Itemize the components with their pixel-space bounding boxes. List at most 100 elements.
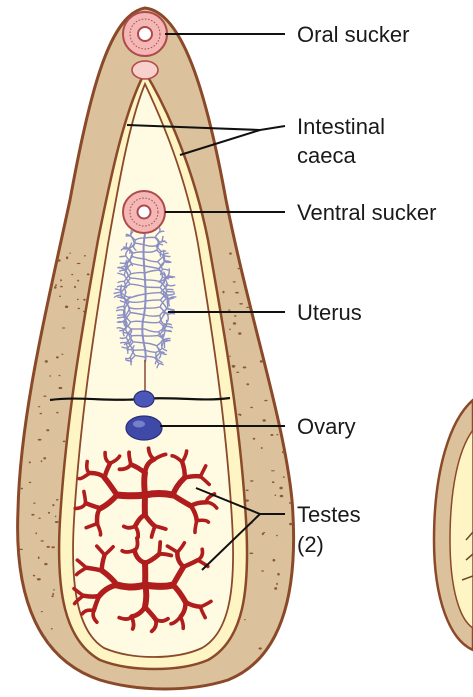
vitelline-dot (276, 434, 278, 435)
vitelline-dot (278, 394, 281, 396)
vitelline-dot (27, 324, 31, 327)
vitelline-dot (77, 263, 81, 264)
vitelline-dot (44, 563, 47, 565)
label-testes-line1: Testes (297, 502, 361, 527)
vitelline-dot (60, 279, 62, 281)
vitelline-dot (253, 438, 256, 440)
vitelline-dot (228, 310, 230, 311)
vitelline-dot (263, 663, 265, 664)
uterus-coil (164, 256, 170, 257)
vitelline-dot (289, 446, 293, 448)
vitelline-dot (59, 375, 61, 377)
testis-branch (185, 476, 201, 477)
vitelline-dot (273, 559, 276, 562)
testis-branch (182, 462, 185, 478)
vitelline-dot (45, 360, 48, 363)
pharynx (132, 61, 158, 79)
testis-branch (145, 585, 146, 607)
vitelline-dot (38, 406, 41, 407)
vitelline-dot (238, 332, 241, 335)
vitelline-dot (62, 327, 65, 328)
vitelline-dot (246, 490, 249, 492)
label-ovary: Ovary (297, 414, 356, 439)
vitelline-dot (52, 504, 54, 506)
vitelline-dot (271, 470, 275, 471)
vitelline-dot (246, 307, 249, 308)
vitelline-dot (239, 303, 243, 305)
vitelline-dot (56, 356, 59, 358)
vitelline-dot (57, 259, 60, 261)
vitelline-dot (78, 308, 81, 309)
vitelline-dot (260, 360, 263, 363)
vitelline-dot (31, 295, 35, 297)
vitelline-dot (280, 495, 284, 498)
vitelline-dot (260, 315, 263, 317)
vitelline-dot (56, 499, 59, 501)
vitelline-dot (55, 516, 57, 518)
label-intestinal-caeca-line2: caeca (297, 143, 356, 168)
vitelline-dot (18, 590, 21, 592)
vitelline-dot (272, 481, 275, 483)
vitelline-dot (229, 329, 231, 331)
vitelline-dot (53, 589, 55, 590)
vitelline-dot (263, 419, 266, 421)
vitelline-dot (52, 593, 54, 596)
uterus-coil (125, 323, 126, 329)
shell-gland (134, 391, 154, 407)
testis-branch (144, 473, 145, 495)
vitelline-dot (237, 268, 241, 269)
vitelline-dot (295, 366, 298, 369)
testis-branch (159, 542, 160, 554)
testis-branch (86, 568, 102, 571)
vitelline-dot (284, 378, 287, 379)
vitelline-dot (269, 666, 271, 667)
vitelline-dot (83, 299, 86, 301)
vitelline-dot (274, 587, 277, 590)
uterus-coil (120, 342, 126, 343)
vitelline-dot (276, 583, 278, 585)
vitelline-dot (246, 383, 249, 385)
vitelline-dot (234, 315, 236, 317)
vitelline-dot (47, 546, 50, 548)
vitelline-dot (264, 660, 267, 661)
vitelline-dot (27, 369, 30, 371)
uterus-coil (145, 322, 159, 323)
testis-branch (117, 585, 145, 587)
uterus-coil (165, 262, 172, 263)
vitelline-dot (292, 398, 296, 400)
vitelline-dot (229, 356, 231, 357)
oral-sucker (123, 12, 167, 56)
vitelline-dot (71, 274, 73, 275)
vitelline-dot (295, 601, 299, 603)
vitelline-dot (294, 670, 296, 671)
vitelline-dot (258, 666, 260, 669)
vitelline-dot (61, 354, 63, 355)
vitelline-dot (292, 251, 295, 253)
vitelline-dot (281, 335, 284, 337)
vitelline-dot (45, 282, 47, 283)
vitelline-dot (270, 434, 273, 436)
vitelline-dot (66, 256, 68, 259)
ovary (126, 416, 162, 440)
vitelline-dot (58, 666, 61, 667)
vitelline-dot (250, 407, 253, 408)
label-intestinal-caeca-line1: Intestinal (297, 114, 385, 139)
vitelline-dot (55, 284, 57, 286)
vitelline-dot (63, 441, 66, 443)
uterus-coil (167, 292, 175, 293)
vitelline-dot (74, 286, 76, 288)
testis-branch (122, 550, 134, 552)
vitelline-dot (69, 253, 71, 254)
vitelline-dot (19, 384, 23, 386)
vitelline-dot (19, 549, 23, 550)
vitelline-dot (257, 257, 261, 259)
vitelline-dot (77, 299, 79, 301)
vitelline-dot (250, 264, 254, 265)
vitelline-dot (41, 611, 43, 612)
vitelline-dot (22, 391, 24, 393)
testis-branch (132, 617, 134, 629)
vitelline-dot (33, 503, 35, 504)
vitelline-dot (278, 283, 280, 286)
vitelline-dot (65, 306, 68, 309)
